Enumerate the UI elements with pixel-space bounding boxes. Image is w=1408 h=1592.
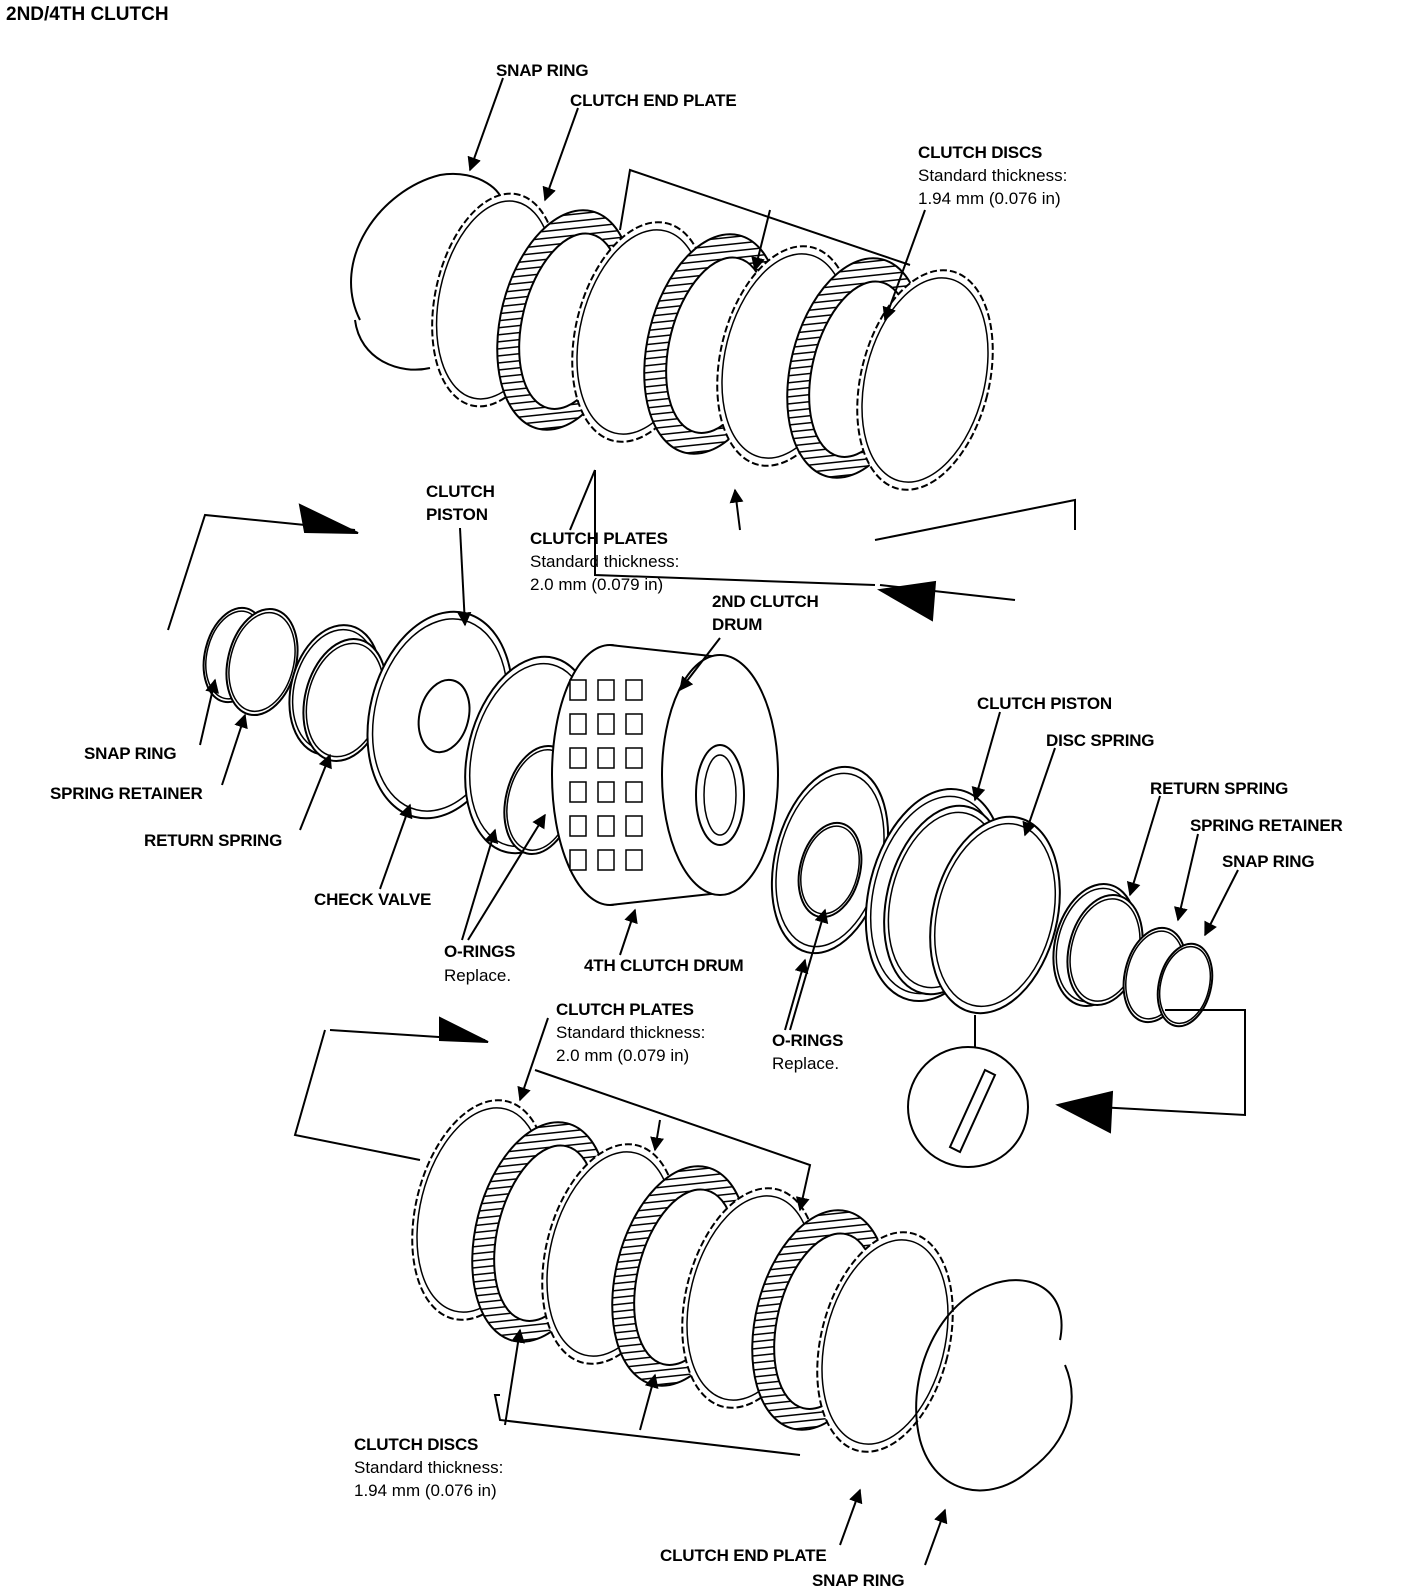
left-spring-retainer-part	[225, 607, 299, 717]
leader-right-snap-ring	[1204, 869, 1239, 937]
leader-orings-left-2	[467, 813, 546, 941]
label-top-clutch-plates-std: Standard thickness:	[530, 552, 680, 571]
label-check-valve: CHECK VALVE	[314, 890, 432, 909]
bottom-discs-bracket	[493, 1394, 801, 1456]
top-plates-leader-2	[729, 488, 744, 531]
label-2nd-clutch-drum-1: 2ND CLUTCH	[712, 592, 819, 611]
label-right-clutch-piston: CLUTCH PISTON	[977, 694, 1112, 713]
top-plates-bracket	[594, 470, 876, 586]
right-bracket-arrowhead	[1055, 1090, 1114, 1134]
leader-bottom-snap-ring	[924, 1508, 948, 1566]
diagram-title: 2ND/4TH CLUTCH	[6, 4, 169, 25]
bottom-left-arrowhead	[439, 1016, 489, 1043]
label-bottom-clutch-discs-value: 1.94 mm (0.076 in)	[354, 1481, 497, 1500]
leader-clutch-piston-left	[457, 527, 472, 627]
leader-orings-left-1	[461, 828, 499, 941]
disc-spring-part	[929, 815, 1061, 1015]
top-discs-bracket-mid	[751, 209, 771, 272]
leader-right-spring-retainer	[1174, 833, 1199, 922]
label-top-clutch-plates-value: 2.0 mm (0.079 in)	[530, 575, 664, 594]
bottom-left-bracket	[293, 1029, 421, 1161]
label-top-clutch-plates: CLUTCH PLATES	[530, 529, 668, 548]
leader-bottom-clutch-discs	[504, 1328, 525, 1426]
label-bottom-clutch-plates: CLUTCH PLATES	[556, 1000, 694, 1019]
label-right-snap-ring: SNAP RING	[1222, 852, 1315, 871]
leader-top-clutch-discs	[882, 209, 926, 322]
label-bottom-clutch-plates-value: 2.0 mm (0.079 in)	[556, 1046, 690, 1065]
leader-left-spring-retainer	[221, 713, 248, 786]
left-bracket-arrowhead	[298, 503, 359, 534]
top-plates-bracket-right	[874, 498, 1076, 541]
label-orings-right: O-RINGS	[772, 1031, 844, 1050]
leader-4th-drum	[619, 908, 638, 956]
label-left-return-spring: RETURN SPRING	[144, 831, 283, 850]
label-bottom-clutch-end-plate: CLUTCH END PLATE	[660, 1546, 827, 1565]
label-orings-right-note: Replace.	[772, 1054, 840, 1073]
clutch-drum-part	[551, 644, 779, 906]
top-plates-leader-1	[569, 469, 596, 531]
label-right-spring-retainer: SPRING RETAINER	[1190, 816, 1343, 835]
label-orings-left-note: Replace.	[444, 966, 512, 985]
bottom-left-arrow-line	[329, 1029, 486, 1041]
label-top-clutch-discs-std: Standard thickness:	[918, 166, 1068, 185]
label-bottom-clutch-discs-std: Standard thickness:	[354, 1458, 504, 1477]
label-left-spring-retainer: SPRING RETAINER	[50, 784, 203, 803]
right-oring-inner-part	[797, 821, 863, 919]
label-right-return-spring: RETURN SPRING	[1150, 779, 1289, 798]
leader-top-end-plate	[542, 107, 579, 202]
right-snap-ring-part	[1156, 942, 1214, 1028]
label-left-snap-ring: SNAP RING	[84, 744, 177, 763]
label-4th-clutch-drum: 4TH CLUTCH DRUM	[584, 956, 744, 975]
leader-left-return-spring	[299, 753, 332, 831]
top-snap-ring-part-2	[354, 319, 431, 371]
top-snap-ring-part	[350, 172, 502, 321]
leader-orings-right-2	[789, 908, 829, 1031]
leader-right-return-spring	[1126, 795, 1161, 897]
top-discs-bracket	[619, 168, 911, 266]
leader-top-snap-ring	[467, 77, 504, 172]
label-bottom-clutch-discs: CLUTCH DISCS	[354, 1435, 479, 1454]
label-top-clutch-discs-value: 1.94 mm (0.076 in)	[918, 189, 1061, 208]
leader-bottom-clutch-plates	[517, 1017, 549, 1102]
label-bottom-clutch-plates-std: Standard thickness:	[556, 1023, 706, 1042]
label-top-snap-ring: SNAP RING	[496, 61, 589, 80]
bottom-discs-mid	[639, 1373, 659, 1431]
label-orings-left: O-RINGS	[444, 942, 516, 961]
bottom-plates-mid	[650, 1119, 664, 1152]
label-top-clutch-discs: CLUTCH DISCS	[918, 143, 1043, 162]
leader-right-clutch-piston	[971, 711, 1001, 802]
label-bottom-snap-ring: SNAP RING	[812, 1571, 905, 1590]
label-clutch-piston-left-2: PISTON	[426, 505, 488, 524]
right-bracket	[1059, 1009, 1246, 1117]
leader-orings-right-1	[784, 958, 809, 1031]
leader-check-valve	[379, 803, 413, 890]
bottom-plates-bracket	[534, 1069, 812, 1212]
label-disc-spring: DISC SPRING	[1046, 731, 1155, 750]
leader-left-snap-ring	[199, 678, 219, 746]
leader-disc-spring	[1022, 747, 1056, 837]
bottom-clutch-ring-7	[816, 1231, 954, 1453]
leader-bottom-end-plate	[839, 1488, 863, 1546]
top-assembly-arrowhead	[877, 580, 937, 622]
top-clutch-ring-6	[856, 269, 994, 491]
leader-2nd-drum	[679, 637, 721, 692]
disc-spring-section	[948, 1068, 997, 1154]
label-top-clutch-end-plate: CLUTCH END PLATE	[570, 91, 737, 110]
bottom-snap-ring-part	[915, 1279, 1073, 1492]
label-clutch-piston-left-1: CLUTCH	[426, 482, 495, 501]
label-2nd-clutch-drum-2: DRUM	[712, 615, 763, 634]
